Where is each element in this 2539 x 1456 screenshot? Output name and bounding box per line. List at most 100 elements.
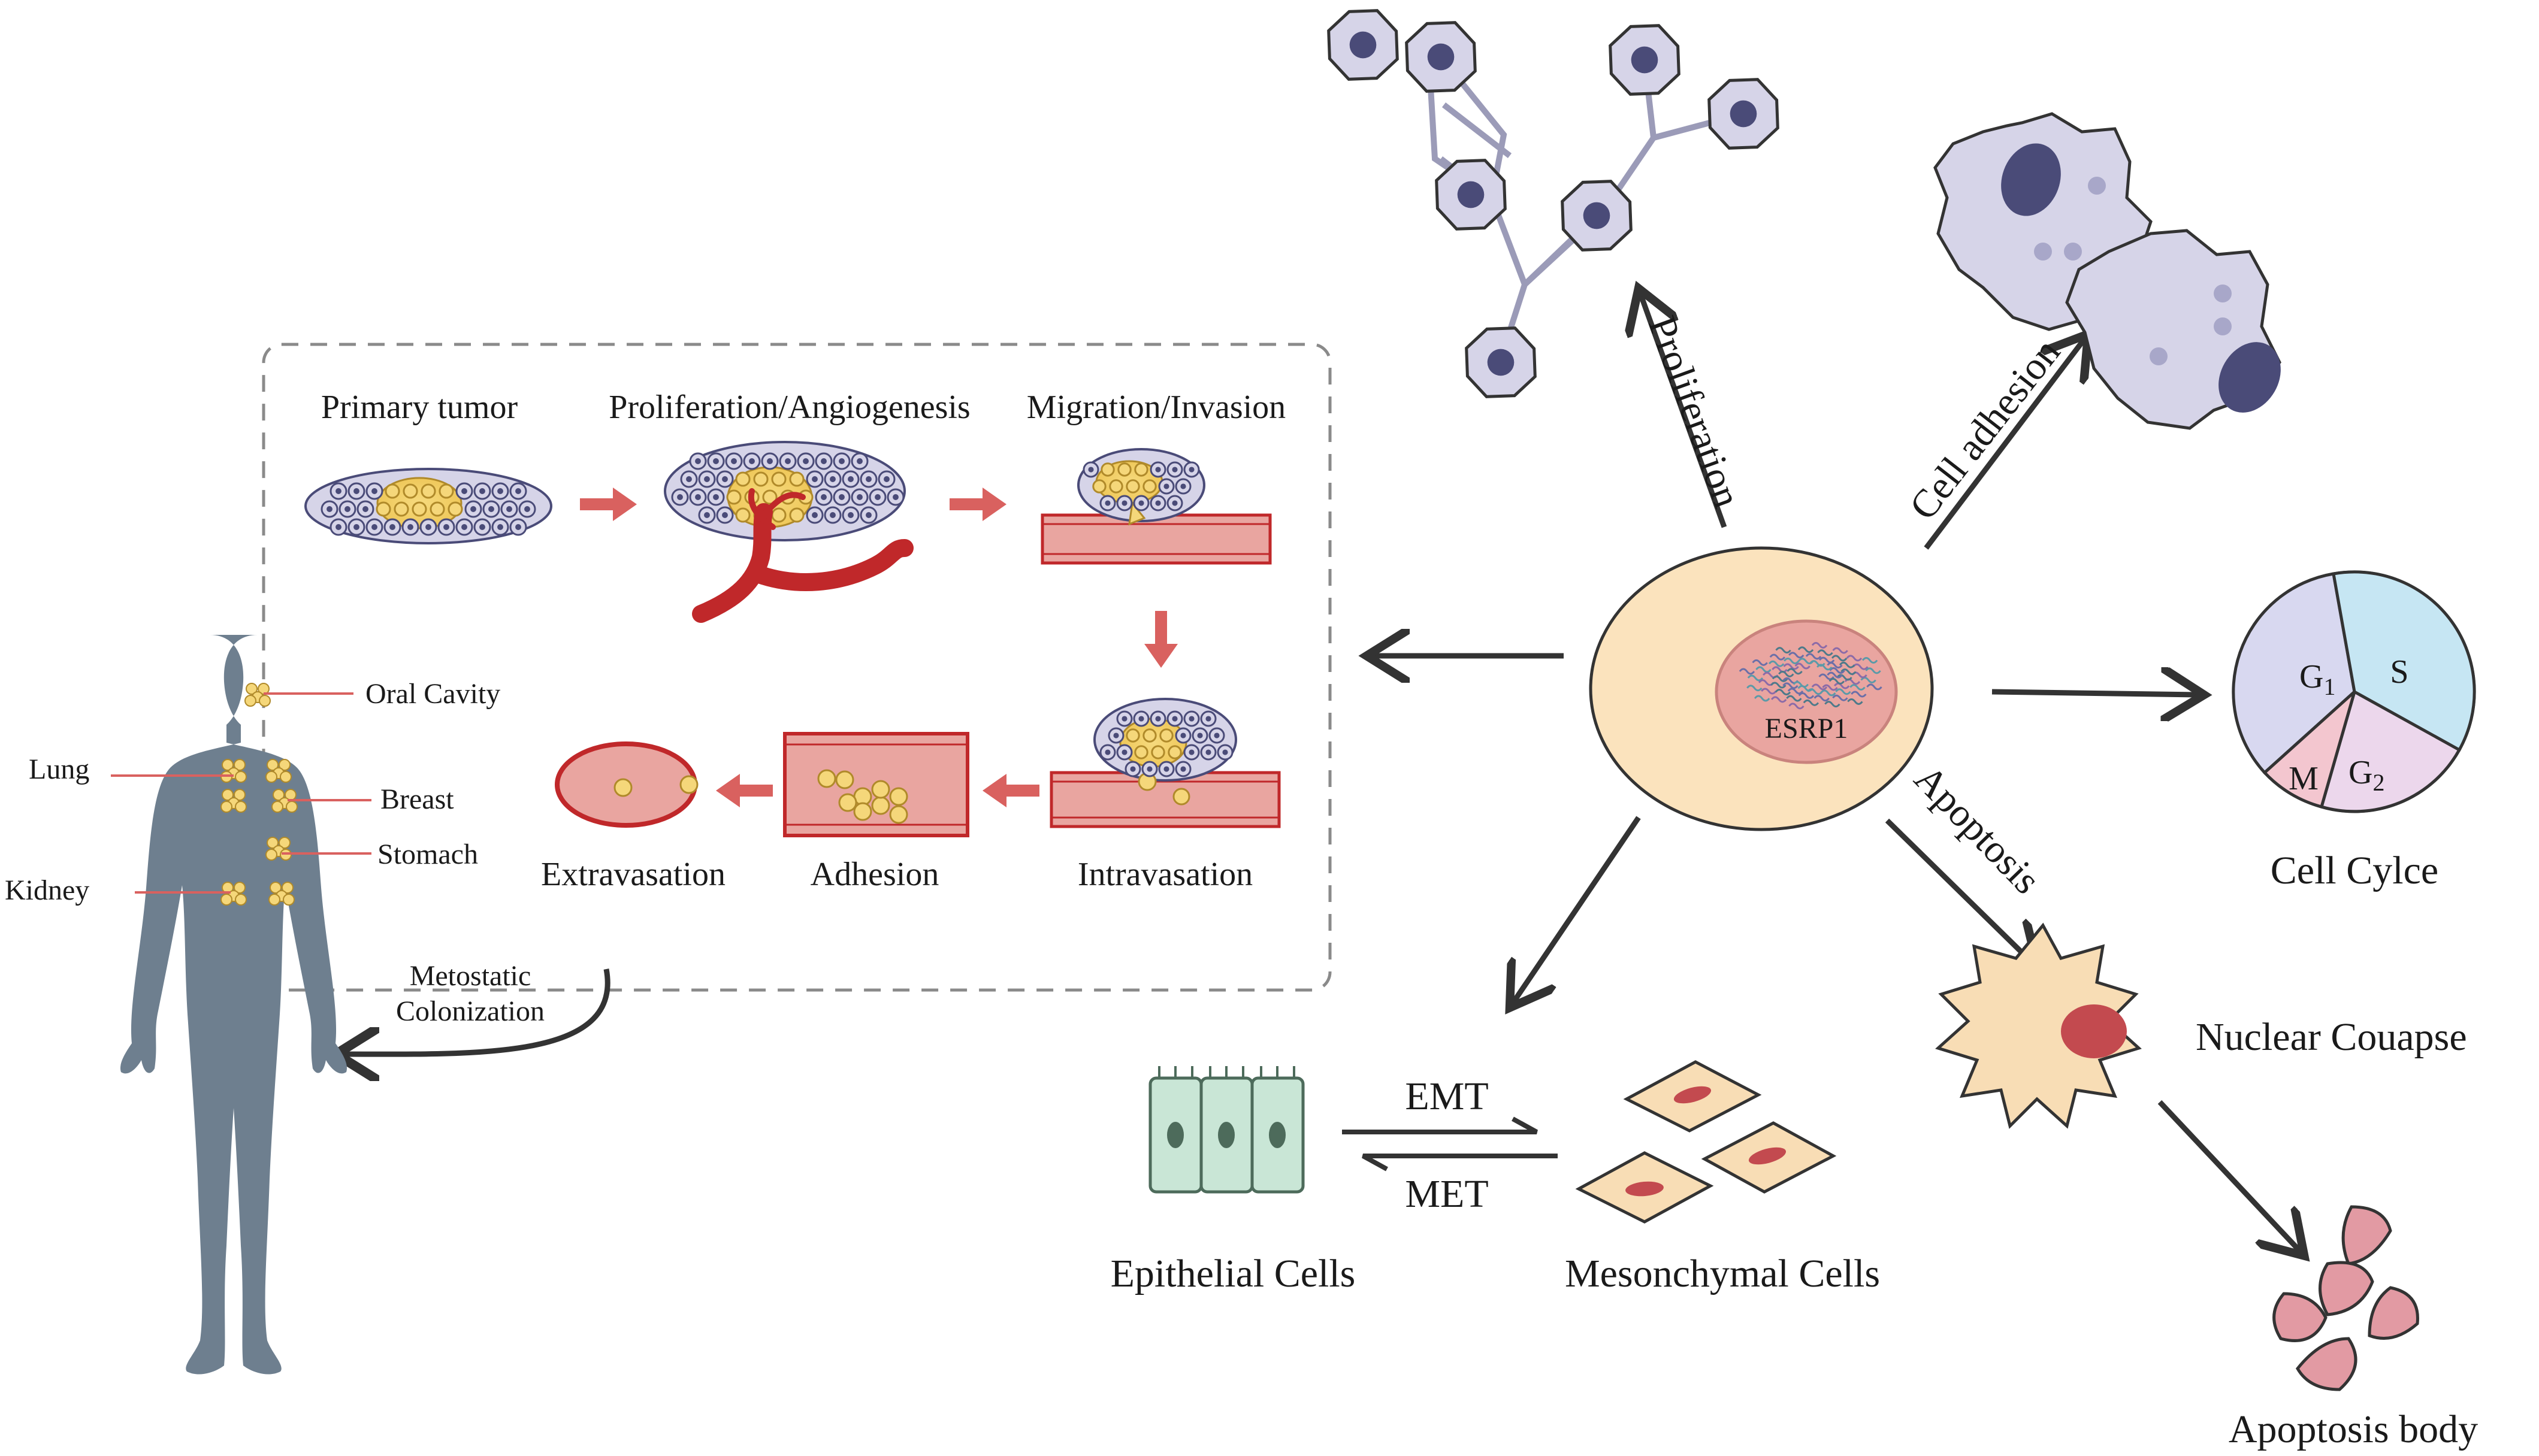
metastasis-site-dot bbox=[222, 759, 234, 771]
tumor-cell-nucleus bbox=[848, 476, 854, 482]
cancer-cell bbox=[448, 501, 463, 517]
tumor-cell-nucleus bbox=[830, 512, 836, 518]
tumor-cell-nucleus bbox=[353, 524, 359, 530]
tumor-cell-nucleus bbox=[1113, 732, 1119, 738]
chromatin-strand bbox=[1770, 682, 1787, 689]
tumor-cell-nucleus bbox=[479, 488, 485, 494]
chromatin-strand bbox=[1788, 652, 1804, 659]
cancer-cell bbox=[771, 507, 787, 523]
tumor-cell-nucleus bbox=[1214, 732, 1220, 738]
cancer-cell bbox=[762, 489, 778, 505]
cancer-cell bbox=[385, 483, 400, 499]
arrow-to-emt bbox=[1513, 816, 1641, 1003]
metastasis-site-dot bbox=[265, 849, 277, 861]
tumor-cell-nucleus bbox=[1189, 749, 1195, 755]
chromatin-strand bbox=[1807, 688, 1823, 695]
cancer-cell bbox=[1142, 479, 1157, 494]
label-nuclear-collapse: Nuclear Couapse bbox=[2196, 1015, 2467, 1059]
metastasis-site-dot bbox=[220, 801, 232, 813]
chromatin-strand bbox=[1831, 655, 1848, 662]
tumor-cell-nucleus bbox=[1155, 716, 1161, 722]
cancer-cell bbox=[1117, 462, 1132, 477]
primary-tumor-illustration bbox=[304, 468, 552, 544]
chromatin-strand bbox=[1772, 675, 1788, 682]
tumor-cell-nucleus bbox=[1189, 716, 1195, 722]
chromatin-strand bbox=[1827, 671, 1843, 679]
arrow-to-cell-cycle bbox=[1991, 692, 2199, 695]
tumor-cell-nucleus bbox=[353, 488, 359, 494]
tumor-cell-nucleus bbox=[1138, 716, 1144, 722]
tumor-cell-nucleus bbox=[470, 506, 476, 512]
tumor-cell-nucleus bbox=[371, 488, 377, 494]
cancer-cell bbox=[1101, 462, 1115, 477]
label-epithelial-cells: Epithelial Cells bbox=[1111, 1252, 1356, 1295]
chromatin-strand bbox=[1746, 685, 1763, 692]
chromatin-strand bbox=[1811, 683, 1828, 691]
chromatin-strand bbox=[1752, 659, 1768, 666]
tumor-cell-nucleus bbox=[749, 458, 755, 464]
chromatin-strand bbox=[1775, 647, 1791, 654]
tumor-cell-nucleus bbox=[866, 512, 872, 518]
tumor-cell-nucleus bbox=[695, 494, 701, 500]
step-arrows bbox=[580, 488, 1178, 807]
label-primary-tumor: Primary tumor bbox=[321, 389, 518, 426]
metastasis-site-dot bbox=[279, 837, 291, 849]
chromatin-strand bbox=[1794, 662, 1810, 670]
tumor-cell-nucleus bbox=[848, 512, 854, 518]
metastasis-site-dot bbox=[270, 882, 282, 894]
chromatin-strand bbox=[1797, 685, 1813, 692]
arrow-proliferation-to-migration bbox=[950, 488, 1006, 521]
metastasis-site-dot bbox=[267, 837, 279, 849]
tumor-cell-nucleus bbox=[686, 476, 692, 482]
tumor-cell-nucleus bbox=[1172, 467, 1178, 473]
cell-cycle-s-sector bbox=[2332, 570, 2476, 752]
cancer-cell bbox=[439, 483, 454, 499]
chromatin-strand bbox=[1782, 682, 1799, 689]
tumor-cell-nucleus bbox=[1122, 749, 1128, 755]
cell-cycle-m-sector bbox=[2262, 687, 2357, 809]
cancer-cell bbox=[838, 793, 857, 812]
cell-adhesion-illustration bbox=[1933, 112, 2281, 430]
cancer-cell bbox=[817, 769, 836, 788]
tumor-cell-nucleus bbox=[857, 494, 863, 500]
proliferating-cell-nucleus bbox=[1457, 181, 1485, 208]
chromatin-strand bbox=[1820, 689, 1836, 697]
chromatin-strand bbox=[1769, 653, 1786, 661]
metastasis-site-dot bbox=[220, 894, 232, 906]
chromatin-strand bbox=[1797, 646, 1814, 653]
chromatin-strand bbox=[1832, 694, 1848, 701]
chromatin-strand bbox=[1755, 666, 1772, 673]
chromatin-strand bbox=[1832, 647, 1848, 654]
chromatin-strand bbox=[1786, 695, 1802, 702]
cancer-cell bbox=[1109, 479, 1123, 494]
cancer-cell bbox=[1126, 479, 1140, 494]
tumor-cell-nucleus bbox=[425, 524, 431, 530]
tumor-cell-nucleus bbox=[1105, 500, 1111, 506]
cancer-cell bbox=[403, 483, 418, 499]
proliferating-cell-nucleus bbox=[1349, 31, 1377, 59]
tumor-cell-nucleus bbox=[713, 494, 719, 500]
tumor-cell-nucleus bbox=[695, 458, 701, 464]
tumor-cell-nucleus bbox=[830, 476, 836, 482]
cancer-cell bbox=[1142, 728, 1157, 743]
proliferating-cell-nucleus bbox=[1427, 43, 1455, 71]
arrow-adhesion-to-extravasation bbox=[716, 774, 773, 807]
tumor-cell-nucleus bbox=[677, 494, 683, 500]
tumor-cell-nucleus bbox=[767, 458, 773, 464]
metastasis-site-dot bbox=[235, 771, 247, 783]
metastasis-site-dot bbox=[283, 894, 295, 906]
proliferation-tree-illustration bbox=[1327, 9, 1779, 398]
tumor-cell-nucleus bbox=[893, 494, 899, 500]
label-mesenchymal-cells: Mesonchymal Cells bbox=[1565, 1252, 1880, 1295]
label-breast: Breast bbox=[380, 783, 454, 815]
tumor-cell-nucleus bbox=[461, 524, 467, 530]
cell-cycle-g1-sector bbox=[2232, 572, 2356, 775]
emt-met-illustration: EMT MET Epithelial Cells Mesonchymal Cel… bbox=[1111, 1060, 1880, 1295]
tumor-cell-nucleus bbox=[1163, 766, 1169, 772]
tumor-cell-nucleus bbox=[1122, 716, 1128, 722]
label-apoptosis-body: Apoptosis body bbox=[2229, 1407, 2478, 1451]
tumor-cell-nucleus bbox=[1180, 732, 1186, 738]
metastasis-site-dot bbox=[268, 894, 280, 906]
chromatin-strand bbox=[1828, 677, 1845, 685]
tumor-cell-nucleus bbox=[488, 506, 494, 512]
